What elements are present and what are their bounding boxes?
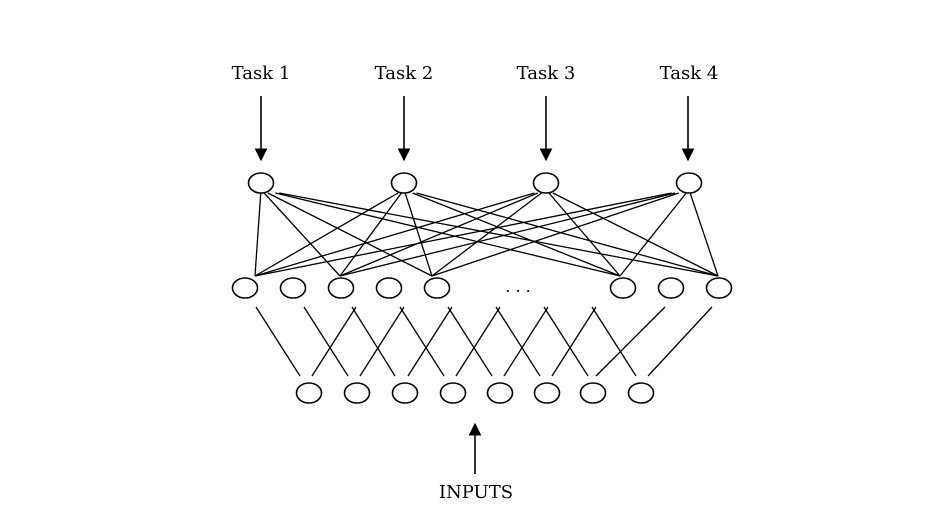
hidden-node [327, 277, 355, 299]
task-to-hidden-edge [689, 192, 719, 277]
task-2-label: Task 2 [375, 63, 434, 84]
task-to-hidden-edge [619, 192, 687, 277]
hidden-node [657, 277, 685, 299]
task-to-hidden-edge [279, 192, 719, 277]
output-node-task-2 [390, 172, 418, 194]
task-to-hidden-edge [552, 192, 719, 277]
hidden-to-input-edge [311, 306, 357, 377]
task-4-label: Task 4 [660, 63, 719, 84]
input-node [343, 382, 371, 404]
input-node [533, 382, 561, 404]
task-to-hidden-edge [275, 192, 621, 277]
hidden-to-input-edge [503, 306, 549, 377]
hidden-node [375, 277, 403, 299]
hidden-to-input-edge [495, 306, 541, 377]
hidden-to-input-edge [595, 306, 666, 377]
hidden-to-input-edge [591, 306, 637, 377]
input-node [295, 382, 323, 404]
hidden-node [609, 277, 637, 299]
hidden-to-input-edge [399, 306, 445, 377]
task-to-hidden-edge [548, 192, 621, 277]
inputs-label: INPUTS [439, 482, 513, 503]
hidden-to-input-edge [407, 306, 453, 377]
task-to-hidden-edge [431, 192, 679, 277]
hidden-to-input-edge [351, 306, 396, 377]
hidden-to-input-edge [647, 306, 713, 377]
input-node [391, 382, 419, 404]
task-to-hidden-edge [254, 192, 262, 277]
task-to-hidden-edge [267, 192, 433, 277]
task-to-hidden-edge [412, 192, 621, 277]
task-1-label: Task 1 [232, 63, 291, 84]
hidden-node [705, 277, 733, 299]
hidden-node [231, 277, 259, 299]
task-to-hidden-edge [416, 192, 719, 277]
hidden-to-input-edge [455, 306, 501, 377]
task-to-hidden-edge [404, 192, 433, 277]
connection-edges [254, 192, 719, 377]
output-node-task-1 [247, 172, 275, 194]
input-node [579, 382, 607, 404]
output-node-task-3 [532, 172, 560, 194]
hidden-node [279, 277, 307, 299]
output-node-task-4 [675, 172, 703, 194]
input-node [486, 382, 514, 404]
hidden-to-input-edge [303, 306, 349, 377]
task-to-hidden-edge [254, 192, 399, 277]
hidden-to-input-edge [447, 306, 493, 377]
task-to-hidden-edge [431, 192, 542, 277]
hidden-to-input-edge [551, 306, 597, 377]
hidden-node [423, 277, 451, 299]
task-3-label: Task 3 [517, 63, 576, 84]
task-to-hidden-edge [339, 192, 402, 277]
input-node [627, 382, 655, 404]
input-node [439, 382, 467, 404]
hidden-to-input-edge [359, 306, 405, 377]
task-to-hidden-edge [339, 192, 676, 277]
hidden-layer-ellipsis: . . . [505, 277, 530, 296]
hidden-to-input-edge [543, 306, 589, 377]
task-to-hidden-edge [339, 192, 539, 277]
task-to-hidden-edge [254, 192, 672, 277]
task-to-hidden-edge [254, 192, 535, 277]
hidden-to-input-edge [255, 306, 301, 377]
